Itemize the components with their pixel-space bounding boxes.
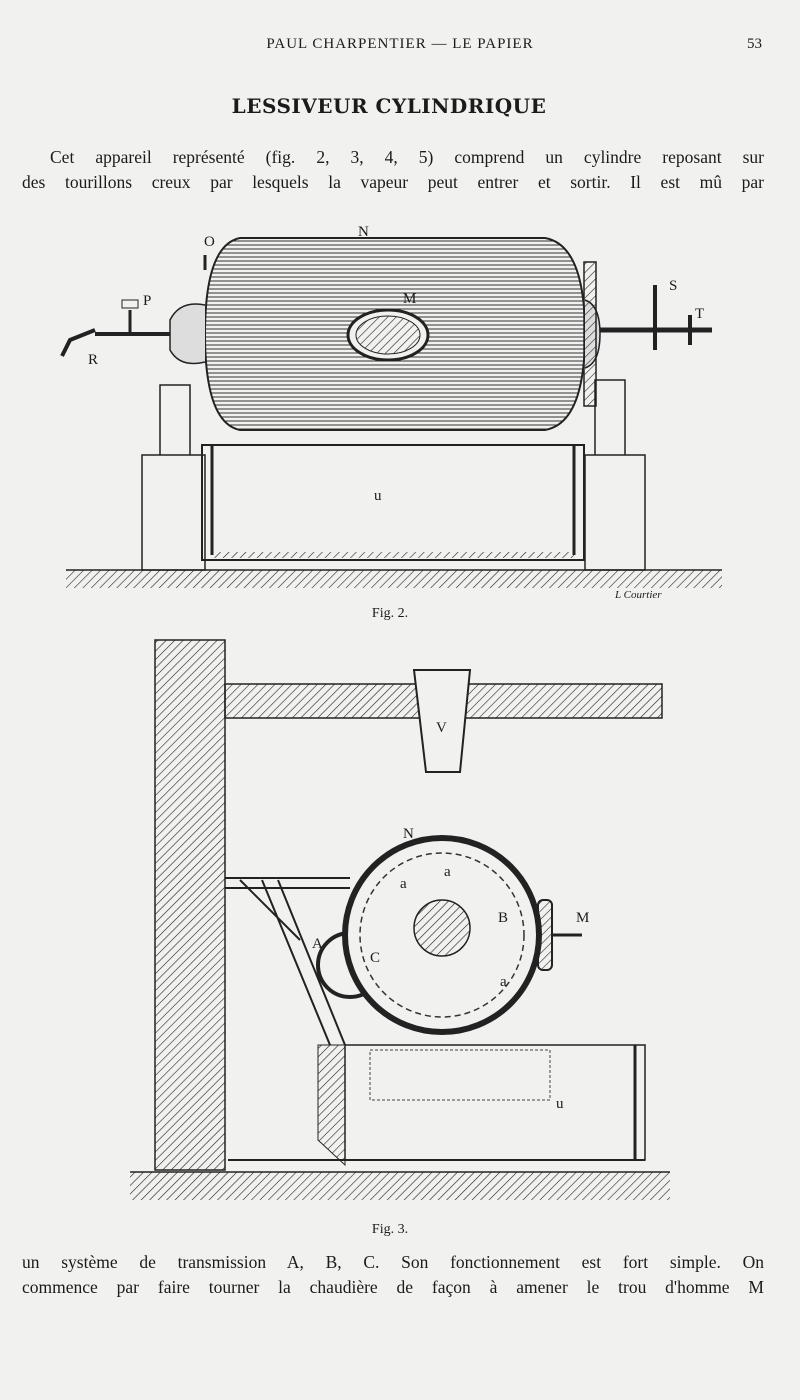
funnel-V (412, 669, 472, 773)
label-u: u (374, 488, 382, 504)
paragraph-2: un système de transmission A, B, C. Son … (22, 1250, 764, 1300)
figure-3-illustration: V N a a B M A C a u (130, 639, 670, 1200)
label-a: a (500, 974, 507, 990)
paragraph-1: Cet appareil représenté (fig. 2, 3, 4, 5… (22, 145, 764, 195)
label-T: T (695, 306, 704, 322)
label-N: N (403, 826, 414, 842)
label-a: a (444, 864, 451, 880)
label-V: V (436, 720, 447, 736)
text-line: commence par faire tourner la chaudière … (22, 1277, 764, 1297)
label-M: M (403, 291, 416, 307)
wall (154, 639, 226, 1171)
ground-hatch (130, 1172, 670, 1200)
figure-2-illustration: N O P R M S T u L Courtier (60, 224, 722, 601)
tank-u (344, 1044, 646, 1161)
gear-wheel (583, 261, 597, 407)
label-M: M (576, 910, 589, 926)
support-frame (225, 877, 350, 1046)
label-R: R (88, 352, 98, 368)
ground-hatch (66, 570, 722, 588)
figure-2-caption: Fig. 2. (371, 606, 409, 621)
text-line: un système de transmission A, B, C. Son … (22, 1252, 764, 1272)
manhole-M (537, 899, 553, 971)
label-S: S (669, 278, 677, 294)
section-title: LESSIVEUR CYLINDRIQUE (231, 94, 547, 118)
label-N: N (358, 224, 369, 240)
text-line: des tourillons creux par lesquels la vap… (22, 172, 764, 192)
label-a: a (400, 876, 407, 892)
engraver-signature: L Courtier (614, 589, 662, 601)
label-u: u (556, 1096, 564, 1112)
left-pedestal (141, 384, 206, 571)
left-pipe (60, 328, 170, 357)
label-C: C (370, 950, 380, 966)
label-O: O (204, 234, 215, 250)
inner-drum (413, 899, 471, 957)
page-number: 53 (747, 36, 762, 52)
figure-3-caption: Fig. 3. (371, 1222, 409, 1237)
label-P: P (143, 293, 151, 309)
right-pedestal (584, 379, 646, 571)
text-line: Cet appareil représenté (fig. 2, 3, 4, 5… (50, 147, 764, 167)
tank-u (201, 444, 585, 561)
running-header: PAUL CHARPENTIER — LE PAPIER (266, 36, 534, 52)
label-A: A (312, 936, 323, 952)
label-B: B (498, 910, 508, 926)
